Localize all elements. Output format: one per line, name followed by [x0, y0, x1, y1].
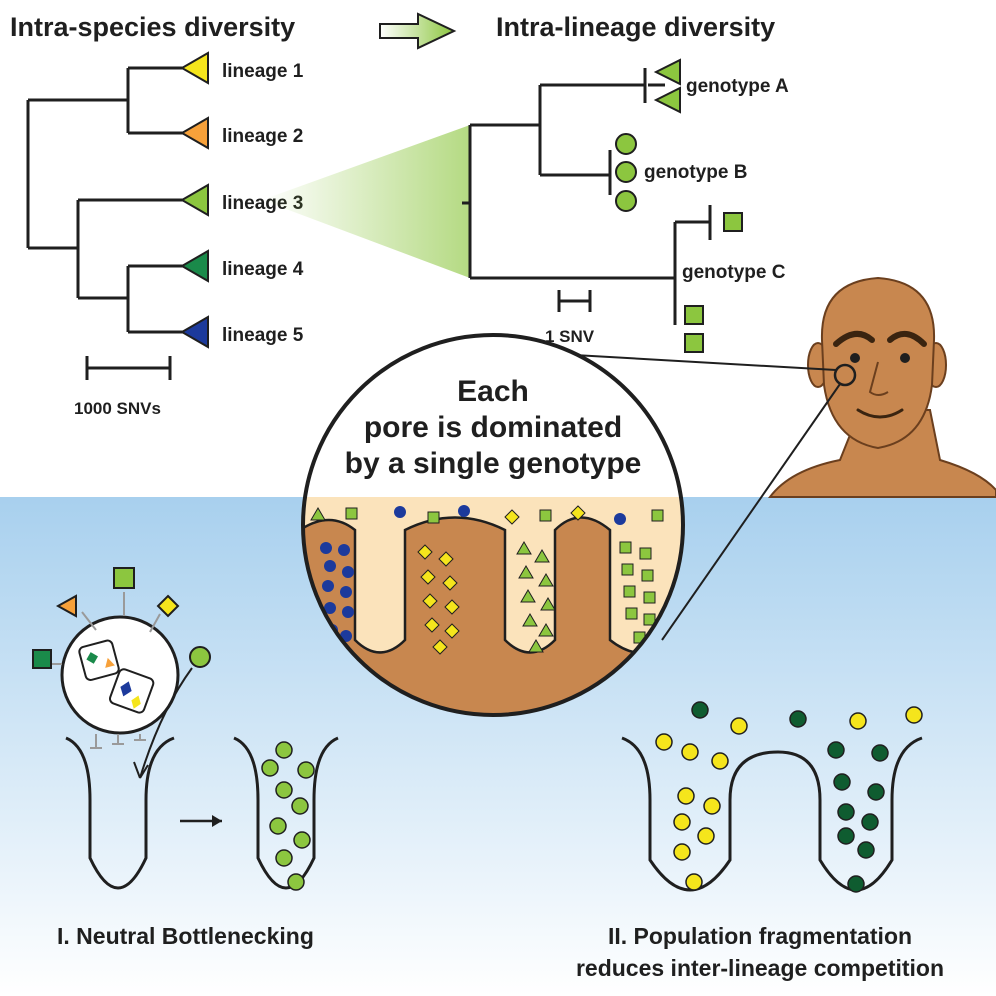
- genotype-b-label: genotype B: [644, 162, 747, 183]
- mouth-icon: [856, 408, 904, 419]
- dark-green-circles: [691, 701, 889, 893]
- blocked-lines: [52, 592, 161, 749]
- lineage-2-label: lineage 2: [222, 126, 303, 147]
- yellow-circles: [655, 706, 923, 891]
- lineage-scale-bar: [557, 290, 592, 312]
- magnifier-text-line-3: by a single genotype: [345, 447, 642, 480]
- panel-population-fragmentation: [621, 701, 923, 893]
- species-scale-label: 1000 SNVs: [74, 399, 161, 418]
- species-scale-bar: [85, 356, 172, 380]
- panel-2-caption-line-2: reduces inter-lineage competition: [576, 955, 944, 981]
- pore-3-green-triangles: [516, 541, 556, 653]
- pore-2-yellow-diamonds: [417, 544, 460, 655]
- double-pore: [621, 736, 923, 892]
- lineage-triangles: [179, 51, 209, 349]
- surface-mixed-markers: [310, 505, 664, 525]
- pore-4-green-squares: [619, 541, 656, 644]
- magnifier-text-line-2: pore is dominated: [364, 411, 622, 444]
- person-illustration: [768, 276, 996, 498]
- lineage-1-triangle: [179, 51, 209, 85]
- genotype-a-label: genotype A: [686, 76, 789, 97]
- skin-pores: [303, 516, 683, 715]
- header-intra-species: Intra-species diversity: [10, 12, 295, 42]
- empty-pore: [65, 736, 175, 890]
- pore-highlight-circle: [833, 363, 857, 387]
- lineage-4-label: lineage 4: [222, 259, 304, 280]
- genotype-c-label: genotype C: [682, 262, 786, 283]
- eyebrow-icon: [833, 331, 875, 347]
- genotype-b-markers: [615, 133, 637, 212]
- colonized-pore-circles: [261, 741, 315, 891]
- zoom-line-bottom: [661, 383, 841, 641]
- genotype-a-markers: [653, 58, 681, 114]
- lineage-3-triangle: [179, 183, 209, 217]
- dice-circle: [60, 615, 180, 735]
- lineage-1-label: lineage 1: [222, 61, 304, 82]
- colonized-pore: [233, 736, 339, 890]
- panel-2-caption-line-1: II. Population fragmentation: [608, 923, 912, 949]
- lineage-2-triangle: [179, 116, 209, 150]
- lineage-scale-label: 1 SNV: [545, 327, 595, 346]
- panel-neutral-bottlenecking: [32, 567, 339, 891]
- lineage-5-triangle: [179, 315, 209, 349]
- lineage-5-label: lineage 5: [222, 325, 304, 346]
- lineage-4-triangle: [179, 249, 209, 283]
- genotype-c-markers: [684, 212, 743, 353]
- panel-1-caption: I. Neutral Bottlenecking: [57, 923, 314, 949]
- magnifier: [301, 333, 685, 717]
- zoom-cone: [262, 125, 470, 278]
- lineage-tree: [462, 68, 712, 325]
- selection-arrow: [139, 667, 193, 779]
- magnifier-text-line-1: Each: [457, 375, 529, 408]
- header-intra-lineage: Intra-lineage diversity: [496, 12, 775, 42]
- header-arrow-icon: [379, 12, 457, 50]
- falling-markers: [32, 567, 211, 669]
- eye-icon: [850, 353, 860, 363]
- species-tree: [26, 66, 184, 334]
